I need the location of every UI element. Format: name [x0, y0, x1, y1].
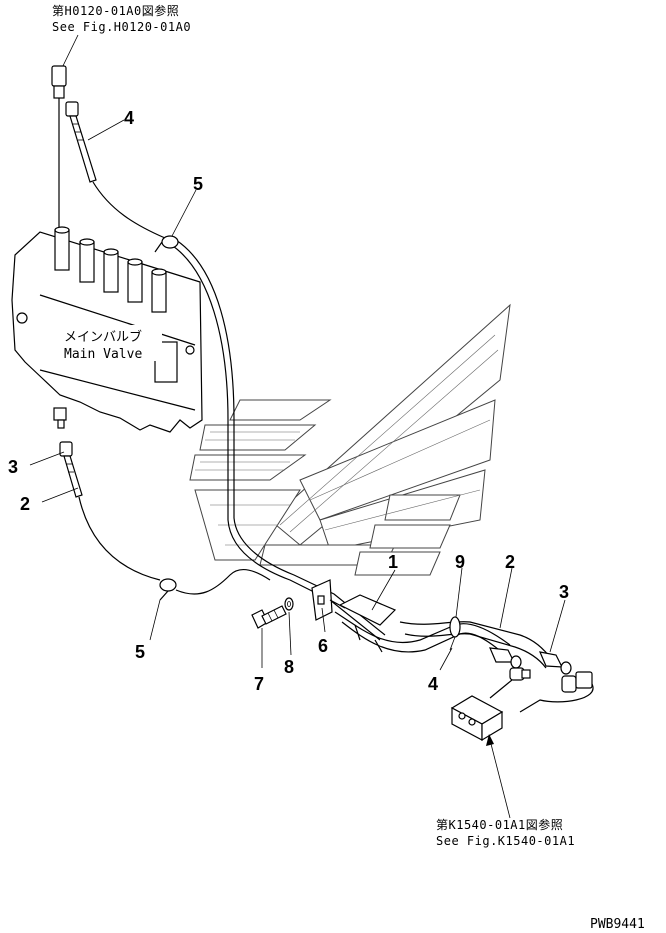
- hose-2-left: [59, 441, 83, 498]
- bottom-reference-jp: 第K1540-01A1図参照: [436, 817, 563, 832]
- callout-3-left: 3: [8, 457, 18, 477]
- callout-2-right: 2: [505, 552, 515, 572]
- main-valve-label-jp: メインバルブ: [64, 329, 142, 345]
- bottom-reference-en: See Fig.K1540-01A1: [436, 834, 575, 848]
- callout-4-top: 4: [124, 108, 134, 128]
- main-valve: [11, 226, 203, 433]
- pressure-switch-right: [561, 671, 593, 693]
- top-reference-jp: 第H0120-01A0図参照: [52, 3, 179, 18]
- callout-1: 1: [388, 552, 398, 572]
- upper-elbow-fitting: [51, 65, 67, 99]
- callout-4-bottom: 4: [428, 674, 438, 694]
- callout-6: 6: [318, 636, 328, 656]
- lower-valve-fitting: [53, 407, 67, 429]
- connector-box: [450, 695, 504, 742]
- pressure-switch-left: [509, 667, 531, 681]
- main-valve-label-en: Main Valve: [64, 347, 142, 362]
- callout-5-bottom: 5: [135, 642, 145, 662]
- callout-9: 9: [455, 552, 465, 572]
- watermark-logo: [189, 303, 511, 576]
- hose-4-top: [65, 101, 97, 183]
- clamp-5-top: [154, 235, 179, 253]
- callout-5-top: 5: [193, 174, 203, 194]
- clamp-5-bottom: [159, 578, 177, 601]
- top-reference-en: See Fig.H0120-01A0: [52, 20, 191, 34]
- bolt-7: [251, 605, 287, 629]
- drawing-code: PWB9441: [590, 917, 645, 932]
- bottom-reference-arrow: [489, 739, 511, 819]
- callout-8: 8: [284, 657, 294, 677]
- callout-3-right: 3: [559, 582, 569, 602]
- callout-7: 7: [254, 674, 264, 694]
- washer-8: [284, 597, 294, 611]
- callout-2-left: 2: [20, 494, 30, 514]
- bracket-6: [311, 579, 333, 621]
- hose-assembly-right: [329, 594, 572, 675]
